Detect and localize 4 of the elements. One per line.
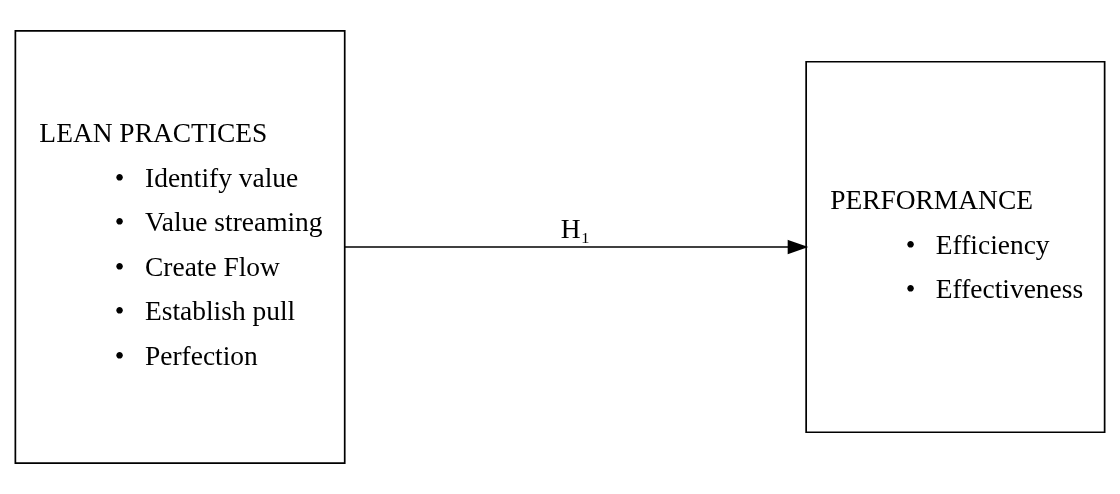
node-box: PERFORMANCE • Efficiency • Effectiveness xyxy=(805,60,1106,434)
edge-label: H₁ xyxy=(560,214,591,245)
node-box: LEAN PRACTICES • Identify value • Value streaming • Create Flow • Establish pull • Perfection xyxy=(14,30,346,464)
arrow xyxy=(344,239,809,255)
